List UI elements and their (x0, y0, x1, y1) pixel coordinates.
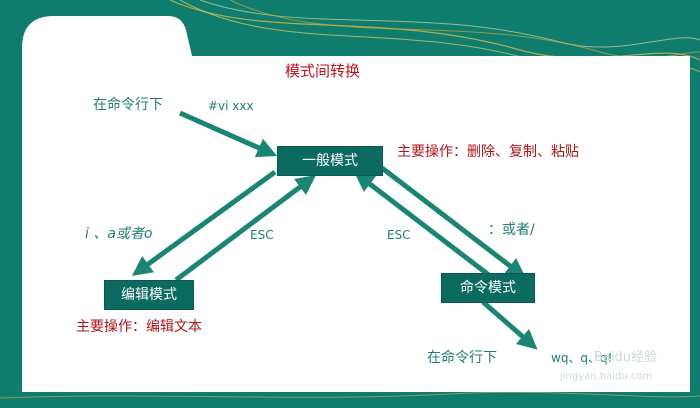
command-mode-box: 命令模式 (441, 273, 535, 303)
insert-mode-box: 编辑模式 (104, 280, 194, 310)
watermark-url: jingyan.baidu.com (560, 371, 653, 382)
arrow-start-to-normal (178, 110, 278, 158)
diagram-title: 模式间转换 (285, 62, 361, 80)
arrow-normal-to-insert (131, 169, 277, 276)
watermark-logo: Baidu经验 (594, 350, 657, 365)
end-command-label: wq、q、q! (551, 351, 613, 365)
insert-ops-label: 主要操作：编辑文本 (76, 319, 202, 335)
to-insert-keys-label: i 、a或者o (85, 226, 153, 242)
arrow-command-to-normal (354, 171, 500, 284)
start-prefix-label: 在命令行下 (93, 97, 163, 113)
to-command-keys-label: ：或者/ (488, 222, 535, 238)
end-prefix-label: 在命令行下 (427, 350, 497, 366)
normal-mode-box: 一般模式 (277, 146, 383, 176)
command-to-normal-esc-label: ESC (387, 228, 411, 242)
normal-ops-label: 主要操作：删除、复制、粘贴 (397, 144, 579, 160)
arrow-normal-to-command (380, 166, 526, 279)
arrow-command-to-end (481, 300, 538, 350)
insert-to-normal-esc-label: ESC (250, 228, 274, 242)
arrow-insert-to-normal (174, 175, 316, 282)
start-command-label: #vi xxx (208, 99, 254, 113)
